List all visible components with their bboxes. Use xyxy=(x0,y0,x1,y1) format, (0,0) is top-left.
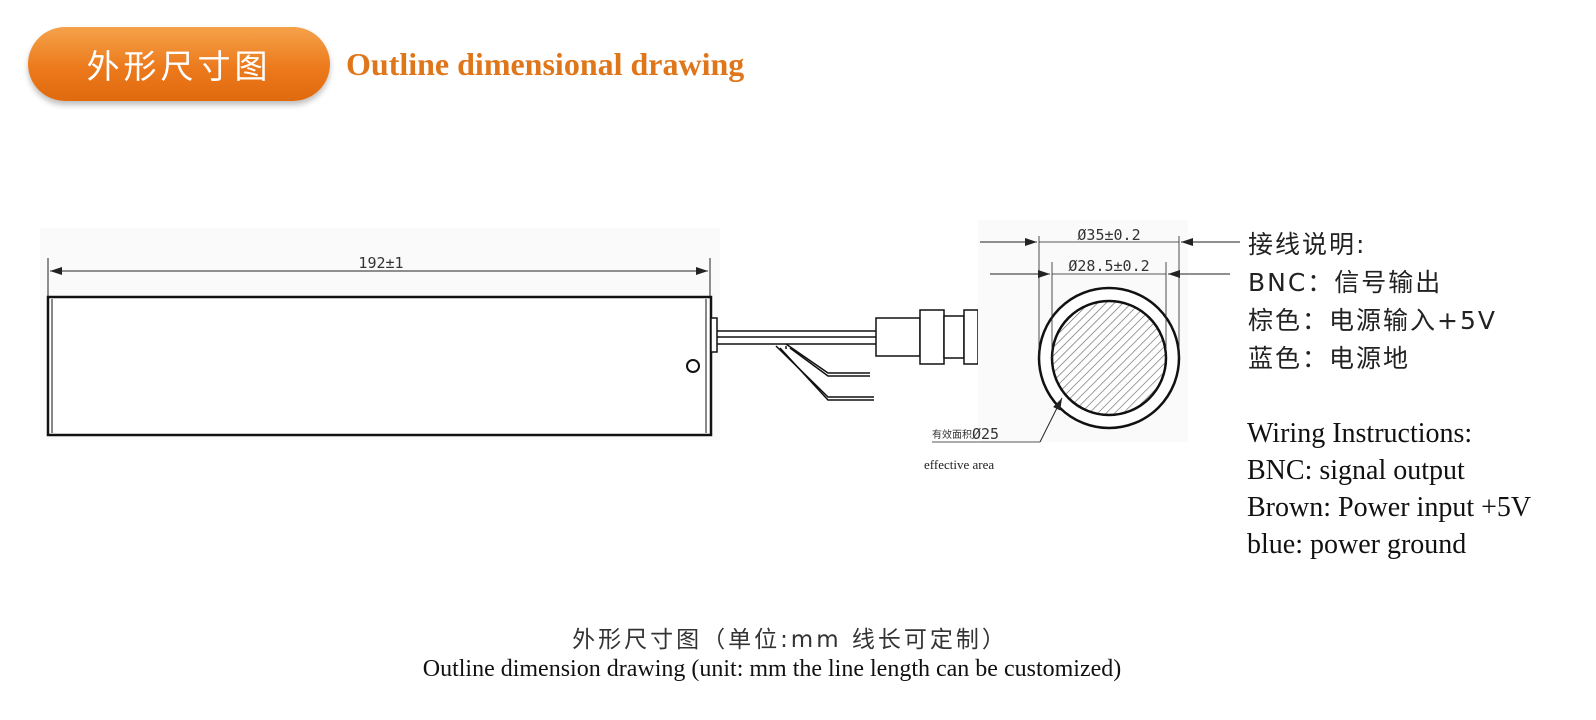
outer-dia-label: Ø35±0.2 xyxy=(1077,226,1140,244)
cable-bnc xyxy=(717,309,979,401)
end-view: Ø35±0.2 Ø28.5±0.2 有效面积 Ø25 xyxy=(932,220,1240,443)
effective-cn-label: 有效面积 xyxy=(932,428,972,441)
wiring-cn-line: 棕色：电源输入+5V xyxy=(1248,306,1497,335)
wiring-en-title: Wiring Instructions: xyxy=(1247,418,1473,449)
header-pill-label: 外形尺寸图 xyxy=(86,47,272,86)
sensor-body xyxy=(46,295,718,437)
wiring-cn-line: 蓝色：电源地 xyxy=(1248,344,1411,373)
header-pill: 外形尺寸图 xyxy=(28,27,330,101)
wiring-en-line: BNC: signal output xyxy=(1247,455,1465,486)
wiring-en-line: blue: power ground xyxy=(1247,529,1467,560)
length-dim-label: 192±1 xyxy=(358,254,403,272)
effective-area xyxy=(1050,299,1168,417)
caption-en: Outline dimension drawing (unit: mm the … xyxy=(422,656,1122,682)
effective-area-en: effective area xyxy=(924,457,995,472)
caption-cn: 外形尺寸图（单位:mm 线长可定制） xyxy=(572,627,1008,653)
page-title: Outline dimensional drawing xyxy=(346,46,745,82)
inner-dia-label: Ø28.5±0.2 xyxy=(1068,257,1149,275)
wiring-cn-line: BNC：信号输出 xyxy=(1248,268,1443,297)
wiring-cn-title: 接线说明: xyxy=(1248,230,1367,259)
wiring-en-line: Brown: Power input +5V xyxy=(1247,492,1532,523)
screw-hole xyxy=(686,359,700,373)
effective-dia-label: Ø25 xyxy=(972,425,999,443)
